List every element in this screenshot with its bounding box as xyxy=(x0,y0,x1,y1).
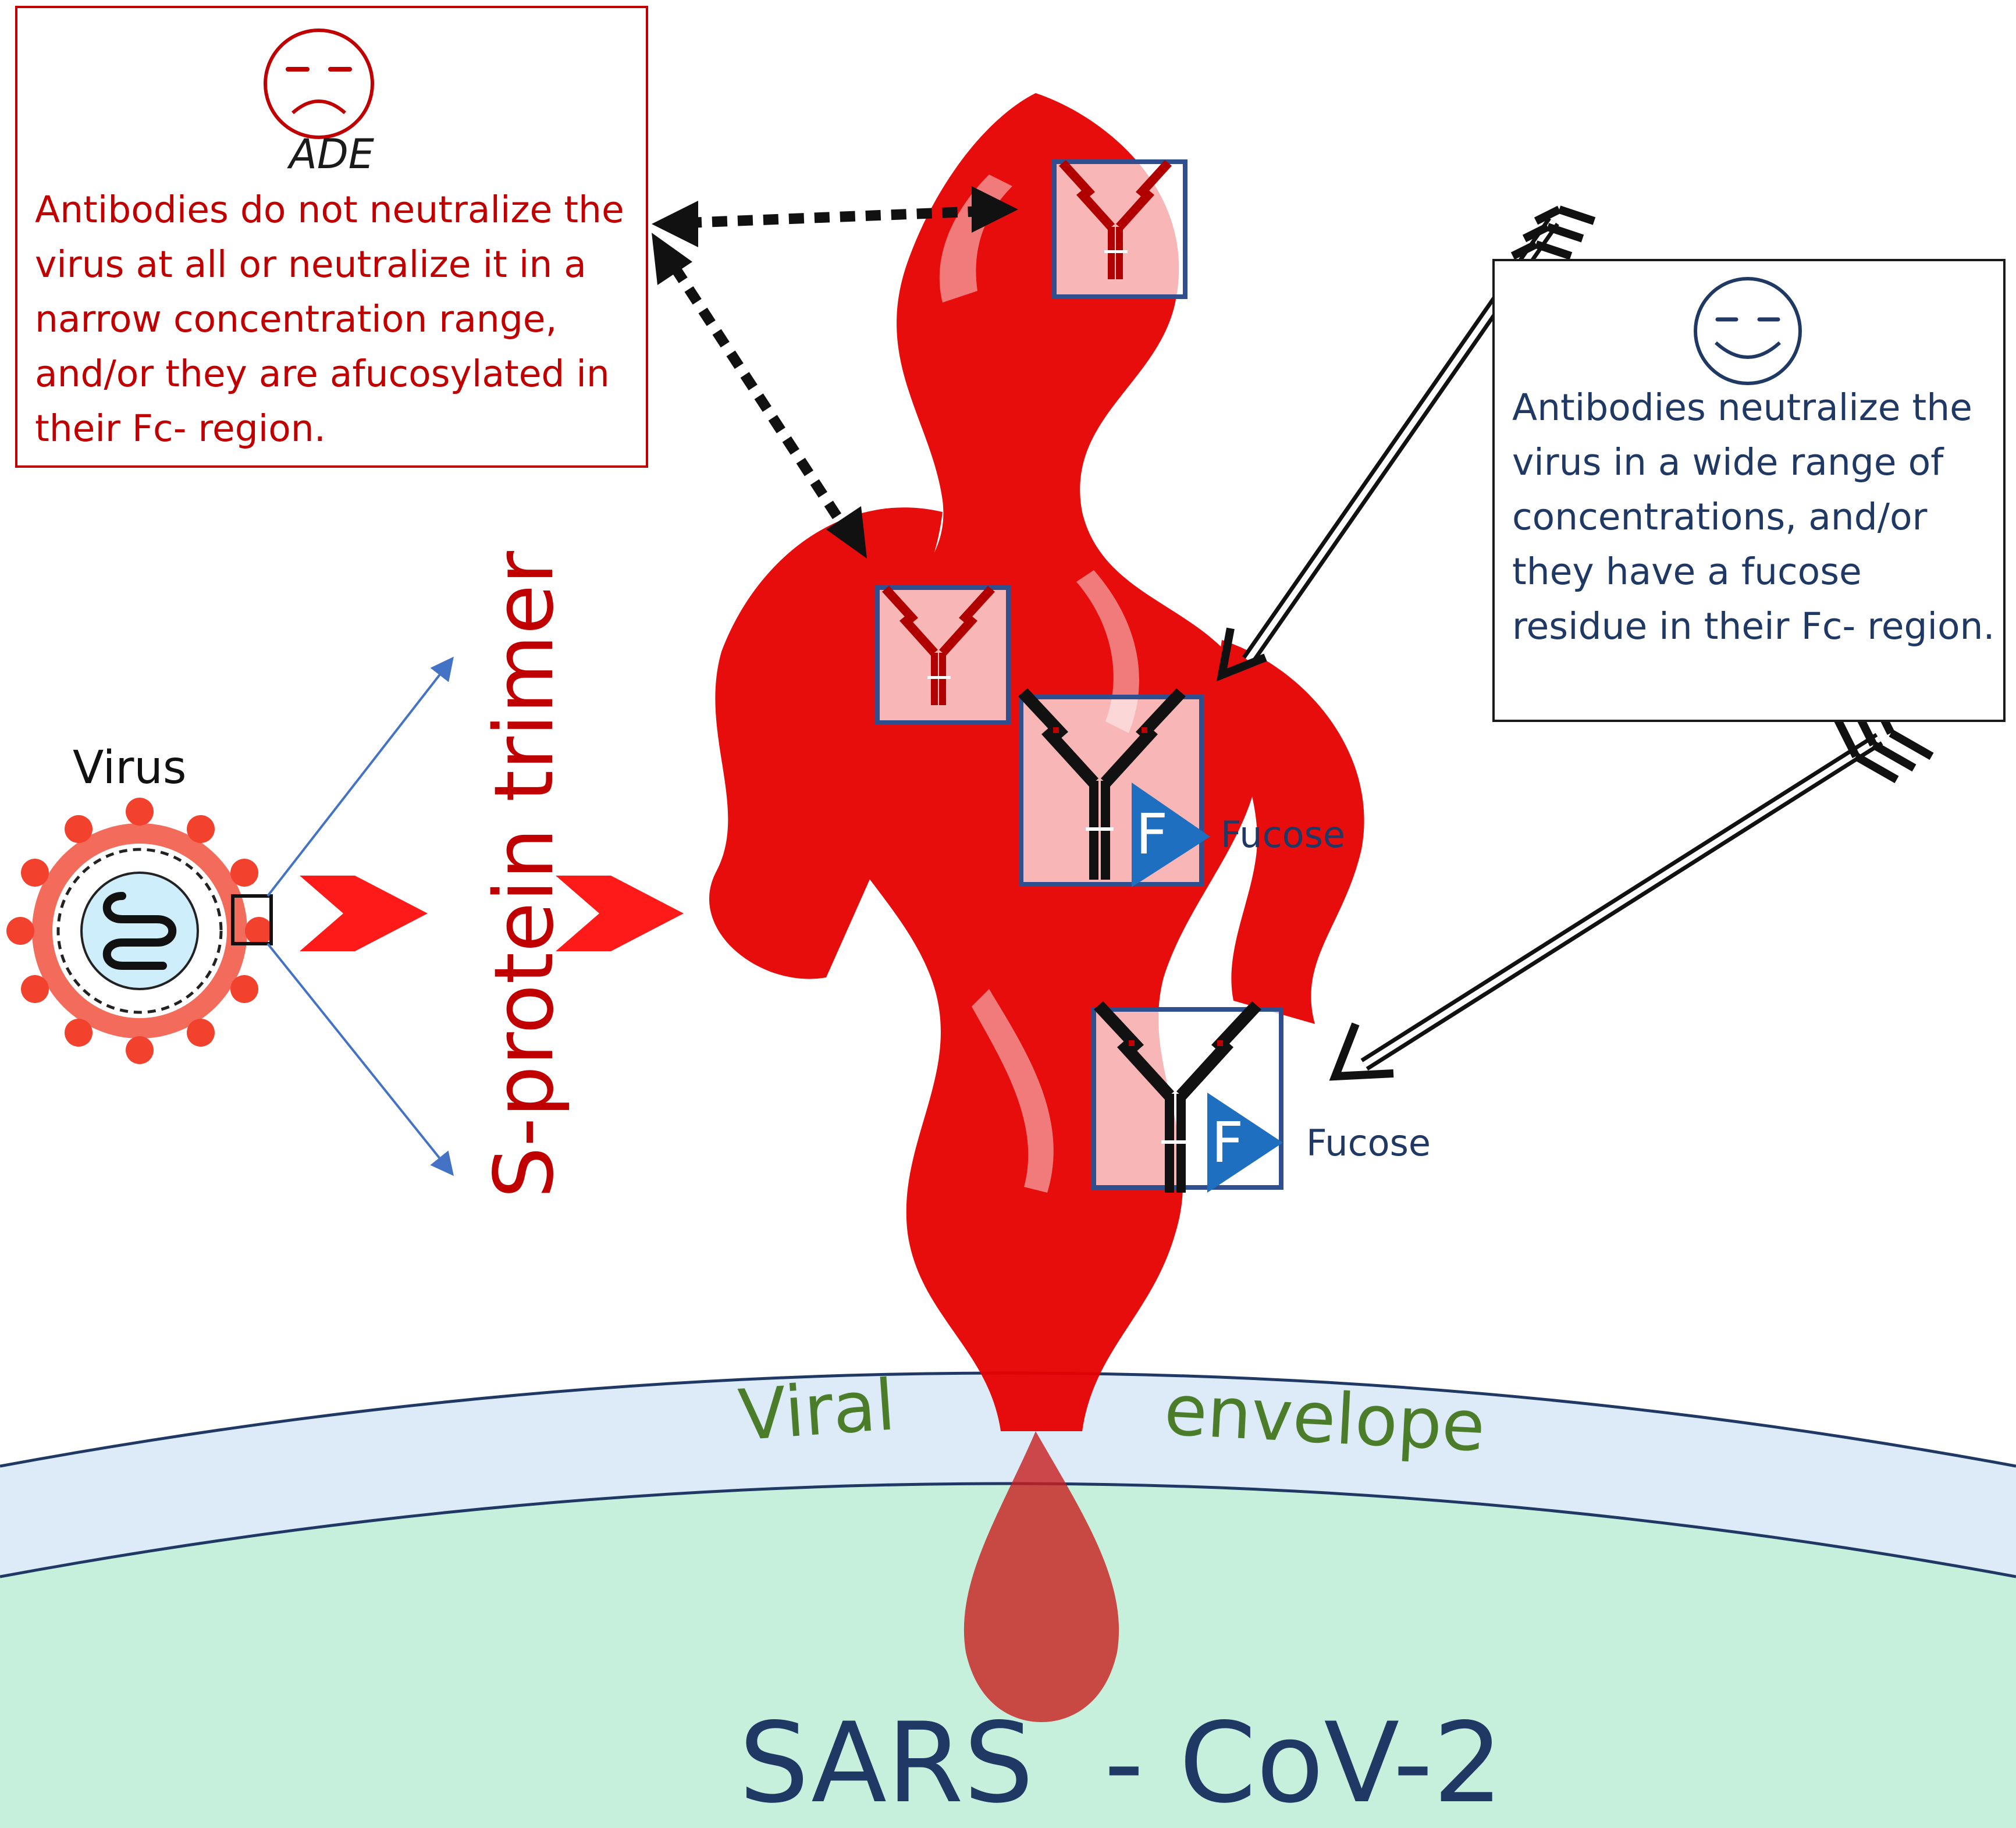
red-chevron-arrow-icon xyxy=(556,876,684,951)
ade-title: ADE xyxy=(289,130,374,178)
virus-icon xyxy=(6,798,273,1064)
envelope-label: envelope xyxy=(1162,1370,1487,1468)
smiling-face-icon xyxy=(1694,277,1802,385)
fucose-triangle-icon xyxy=(1132,783,1210,887)
zoom-line-upper xyxy=(266,656,454,897)
s-protein-trimer-label: S-protein trimer xyxy=(477,551,572,1198)
dashed-double-arrow-icon xyxy=(652,186,1018,247)
neutralizing-explanation-box: Antibodies neutralize the virus in a wid… xyxy=(1492,259,2006,722)
ade-description: Antibodies do not neutralize the virus a… xyxy=(35,189,624,450)
viral-envelope-inner-line xyxy=(0,1482,2016,1578)
antibody-icon xyxy=(1091,1001,1283,1193)
zoom-line-lower xyxy=(266,943,454,1176)
fucose-letter: F xyxy=(1136,802,1168,867)
fucose-letter: F xyxy=(1211,1110,1244,1175)
red-chevron-arrow-icon xyxy=(300,876,428,951)
viral-label: Viral xyxy=(736,1365,898,1457)
sars-cov2-label: SARS - CoV-2 xyxy=(739,1699,1503,1827)
feathered-arrow-icon xyxy=(1329,684,1934,1081)
fucose-triangle-icon xyxy=(1207,1093,1283,1193)
antibody-icon xyxy=(875,585,1011,725)
fucose-label: Fucose xyxy=(1306,1122,1431,1164)
antibody-icon xyxy=(1052,159,1187,299)
dashed-double-arrow-icon xyxy=(652,233,867,559)
virus-label: Virus xyxy=(73,742,187,794)
neutralizing-description: Antibodies neutralize the virus in a wid… xyxy=(1512,386,1995,648)
sad-face-icon xyxy=(264,29,374,139)
fucose-label: Fucose xyxy=(1221,813,1346,856)
ade-explanation-box: ADE Antibodies do not neutralize the vir… xyxy=(15,6,648,468)
